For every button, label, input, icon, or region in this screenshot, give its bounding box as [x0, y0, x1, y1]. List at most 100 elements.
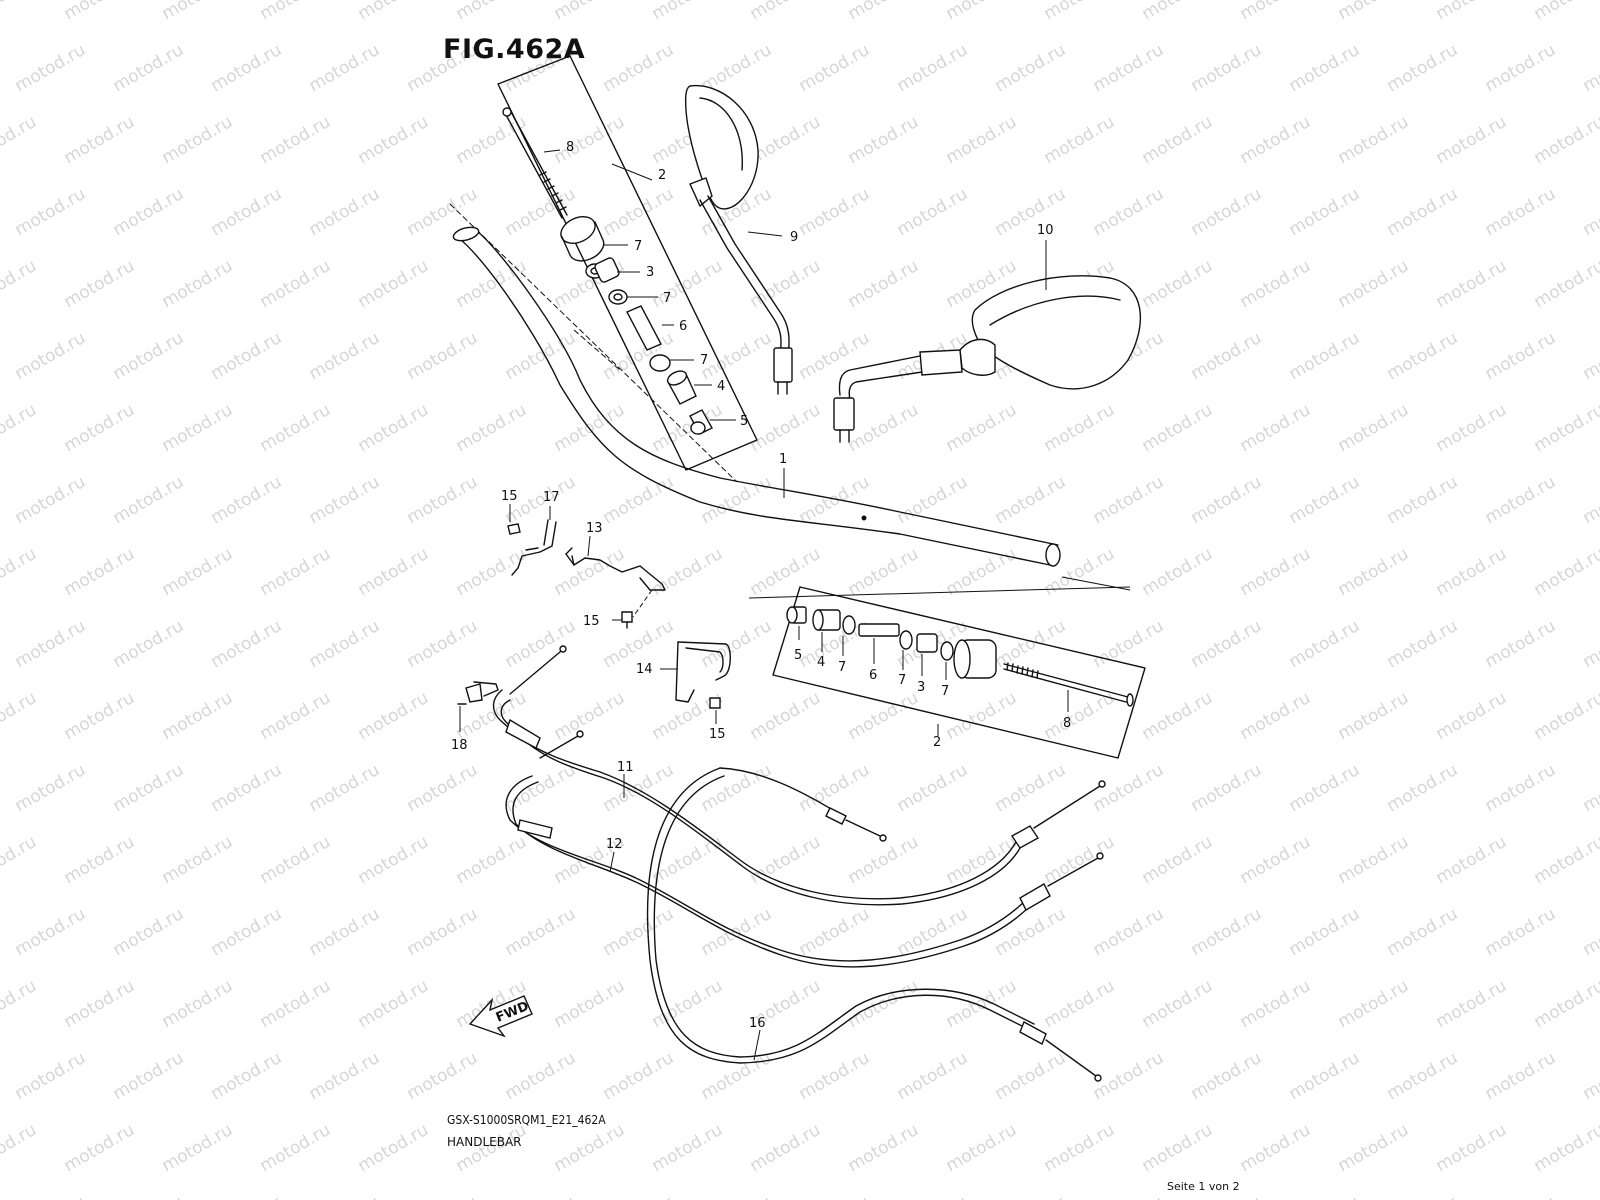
watermark-text: motod.ru — [61, 976, 139, 1032]
watermark-text: motod.ru — [404, 760, 482, 816]
watermark-text: motod.ru — [1139, 544, 1217, 600]
watermark-text: motod.ru — [12, 1192, 90, 1200]
watermark-text: motod.ru — [894, 40, 972, 96]
watermark-text: motod.ru — [1384, 40, 1462, 96]
callout-10: 10 — [1037, 223, 1054, 238]
watermark-text: motod.ru — [306, 1048, 384, 1104]
watermark-text: motod.ru — [1286, 1048, 1364, 1104]
watermark-text: motod.ru — [894, 1192, 972, 1200]
watermark-text: motod.ru — [306, 40, 384, 96]
watermark-text: motod.ru — [61, 0, 139, 24]
callout-11: 11 — [617, 760, 634, 775]
watermark-text: motod.ru — [698, 760, 776, 816]
watermark-text: motod.ru — [110, 616, 188, 672]
watermark-text: motod.ru — [1188, 184, 1266, 240]
watermark-text: motod.ru — [61, 832, 139, 888]
watermark-text: motod.ru — [1335, 0, 1413, 24]
watermark-text: motod.ru — [1286, 40, 1364, 96]
watermark-text: motod.ru — [551, 976, 629, 1032]
watermark-text: motod.ru — [1139, 688, 1217, 744]
watermark-text: motod.ru — [453, 832, 531, 888]
watermark-text: motod.ru — [796, 1192, 874, 1200]
watermark-text: motod.ru — [551, 0, 629, 24]
callout-7-upper-b: 7 — [663, 291, 671, 306]
watermark-text: motod.ru — [502, 328, 580, 384]
watermark-text: motod.ru — [404, 472, 482, 528]
watermark-text: motod.ru — [1384, 760, 1462, 816]
watermark-text: motod.ru — [845, 688, 923, 744]
watermark-text: motod.ru — [1139, 112, 1217, 168]
watermark-text: motod.ru — [1090, 184, 1168, 240]
watermark-text: motod.ru — [600, 1048, 678, 1104]
watermark-text: motod.ru — [845, 976, 923, 1032]
watermark-text: motod.ru — [208, 40, 286, 96]
watermark-text: motod.ru — [404, 1048, 482, 1104]
watermark-text: motod.ru — [1433, 0, 1511, 24]
watermark-text: motod.ru — [355, 1120, 433, 1176]
watermark-text: motod.ru — [649, 400, 727, 456]
watermark-text: motod.ru — [355, 112, 433, 168]
watermark-text: motod.ru — [551, 688, 629, 744]
watermark-text: motod.ru — [355, 0, 433, 24]
watermark-text: motod.ru — [600, 40, 678, 96]
watermark-text: motod.ru — [1433, 112, 1511, 168]
callout-7-upper-a: 7 — [634, 239, 642, 254]
watermark-text: motod.ru — [1384, 1192, 1462, 1200]
watermark-text: motod.ru — [208, 904, 286, 960]
watermark-text: motod.ru — [355, 256, 433, 312]
watermark-text: motod.ru — [992, 472, 1070, 528]
watermark-text: motod.ru — [943, 1120, 1021, 1176]
watermark-text: motod.ru — [1531, 688, 1600, 744]
watermark-text: motod.ru — [306, 616, 384, 672]
watermark-text: motod.ru — [453, 0, 531, 24]
callout-2-upper: 2 — [658, 168, 666, 183]
callout-4-upper: 4 — [717, 379, 725, 394]
model-code: GSX-S1000SRQM1_E21_462A — [447, 1113, 606, 1127]
watermark-text: motod.ru — [1580, 760, 1600, 816]
watermark-text: motod.ru — [404, 616, 482, 672]
callout-15-a: 15 — [501, 489, 518, 504]
watermark-text: motod.ru — [110, 1192, 188, 1200]
watermark-text: motod.ru — [355, 832, 433, 888]
watermark-text: motod.ru — [943, 400, 1021, 456]
watermark-text: motod.ru — [159, 688, 237, 744]
watermark-text: motod.ru — [257, 544, 335, 600]
watermark-text: motod.ru — [943, 112, 1021, 168]
watermark-text: motod.ru — [159, 976, 237, 1032]
watermark-text: motod.ru — [257, 688, 335, 744]
watermark-text: motod.ru — [1433, 256, 1511, 312]
watermark-text: motod.ru — [1041, 976, 1119, 1032]
watermark-text: motod.ru — [1433, 400, 1511, 456]
watermark-text: motod.ru — [796, 760, 874, 816]
watermark-text: motod.ru — [61, 544, 139, 600]
watermark-text: motod.ru — [943, 976, 1021, 1032]
watermark-text: motod.ru — [992, 40, 1070, 96]
callout-6-lower: 6 — [869, 668, 877, 683]
brackets — [507, 519, 731, 709]
watermark-text: motod.ru — [208, 1048, 286, 1104]
watermark-text: motod.ru — [1433, 976, 1511, 1032]
watermark-text: motod.ru — [1482, 40, 1560, 96]
watermark-text: motod.ru — [600, 472, 678, 528]
watermark-text: motod.ru — [1433, 544, 1511, 600]
callout-2-lower: 2 — [933, 735, 941, 750]
watermark-text: motod.ru — [1286, 1192, 1364, 1200]
callout-labels: 8 2 7 3 7 6 7 4 5 9 10 1 15 17 13 15 14 … — [451, 140, 1071, 1031]
watermark-text: motod.ru — [894, 472, 972, 528]
watermark-text: motod.ru — [1580, 616, 1600, 672]
watermark-text: motod.ru — [845, 112, 923, 168]
watermark-text: motod.ru — [1384, 472, 1462, 528]
watermark-text: motod.ru — [355, 688, 433, 744]
watermark-text: motod.ru — [1580, 40, 1600, 96]
watermark-text: motod.ru — [1433, 688, 1511, 744]
watermark-text: motod.ru — [1482, 760, 1560, 816]
page-indicator: Seite 1 von 2 — [1167, 1180, 1240, 1193]
watermark-text: motod.ru — [1580, 328, 1600, 384]
watermark-text: motod.ru — [0, 544, 40, 600]
left-mirror — [684, 84, 793, 395]
watermark-text: motod.ru — [1531, 976, 1600, 1032]
watermark-text: motod.ru — [551, 1120, 629, 1176]
callout-16: 16 — [749, 1016, 766, 1031]
watermark-text: motod.ru — [1482, 904, 1560, 960]
